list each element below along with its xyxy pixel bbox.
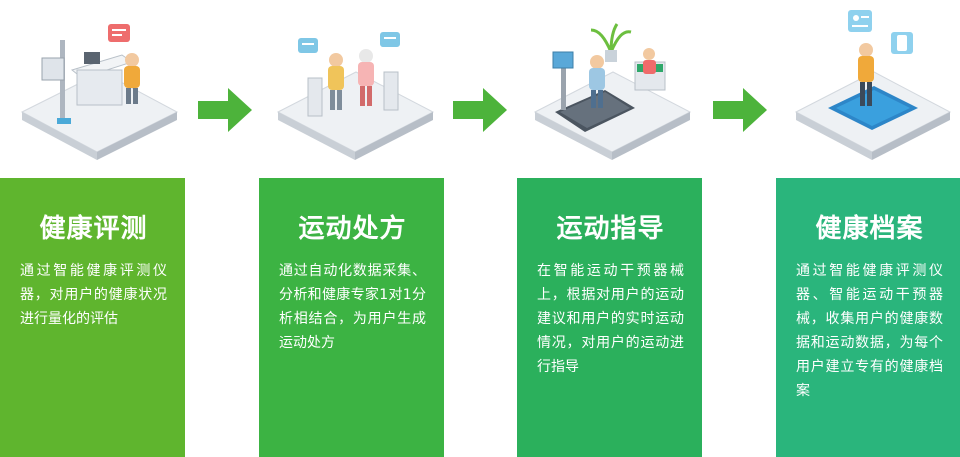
card-description: 在智能运动干预器械上，根据对用户的运动建议和用户的实时运动情况，对用户的运动进行… — [537, 263, 684, 375]
card-exercise-prescription: 运动处方 通过自动化数据采集、分析和健康专家1对1分析相结合，为用户生成运动处方 — [259, 178, 444, 457]
health-assessment-icon — [20, 24, 179, 160]
card-title: 健康评测 — [39, 214, 148, 244]
card-health-assessment: 健康评测 通过智能健康评测仪器，对用户的健康状况进行量化的评估 — [0, 178, 185, 457]
card-title: 健康档案 — [815, 214, 924, 244]
card-description: 通过智能健康评测仪器、智能运动干预器械，收集用户的健康数据和运动数据，为每个用户… — [796, 263, 943, 399]
card-description: 通过智能健康评测仪器，对用户的健康状况进行量化的评估 — [20, 263, 167, 327]
arrow-right-icon — [198, 88, 252, 132]
card-title: 运动指导 — [556, 214, 665, 244]
exercise-prescription-icon — [276, 32, 435, 160]
health-records-icon — [794, 10, 952, 160]
arrow-right-icon — [453, 88, 507, 132]
card-health-records: 健康档案 通过智能健康评测仪器、智能运动干预器械，收集用户的健康数据和运动数据，… — [776, 178, 960, 457]
card-description: 通过自动化数据采集、分析和健康专家1对1分析相结合，为用户生成运动处方 — [279, 263, 426, 351]
exercise-guidance-icon — [533, 23, 692, 160]
arrow-right-icon — [713, 88, 767, 132]
card-exercise-guidance: 运动指导 在智能运动干预器械上，根据对用户的运动建议和用户的实时运动情况，对用户… — [517, 178, 702, 457]
card-title: 运动处方 — [298, 214, 407, 244]
